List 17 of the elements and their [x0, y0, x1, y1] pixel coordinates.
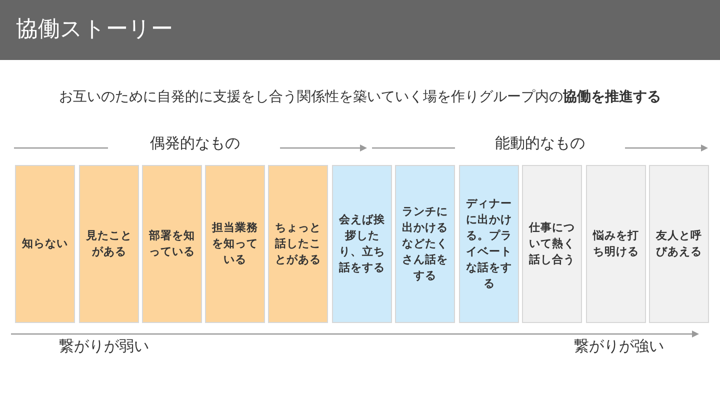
page-title: 協働ストーリー [16, 16, 173, 44]
section-heading: 偶発的なもの [150, 133, 240, 153]
stage-box: 知らない [15, 165, 75, 323]
stage-box: 見たことがある [79, 165, 139, 323]
stage-box: 部署を知っている [142, 165, 202, 323]
stage-box: 担当業務を知っている [205, 165, 265, 323]
stage-box: 友人と呼びあえる [649, 165, 709, 323]
stage-box: 悩みを打ち明ける [586, 165, 646, 323]
stage-box: 仕事について熱く話し合う [522, 165, 582, 323]
section-heading: 能動的なもの [495, 133, 585, 153]
stage-box: 会えば挨拶したり、立ち話をする [332, 165, 392, 323]
subtitle-text: お互いのために自発的に支援をし合う関係性を築いていく場を作りグループ内の協働を推進する [59, 88, 661, 107]
stage-box: ディナーに出かける。プライベートな話をする [459, 165, 519, 323]
axis-label: 繋がりが強い [574, 336, 664, 356]
axis-label: 繋がりが弱い [59, 336, 149, 356]
stage-box: ランチに出かけるなどたくさん話をする [395, 165, 455, 323]
stage-box: ちょっと話したことがある [268, 165, 328, 323]
